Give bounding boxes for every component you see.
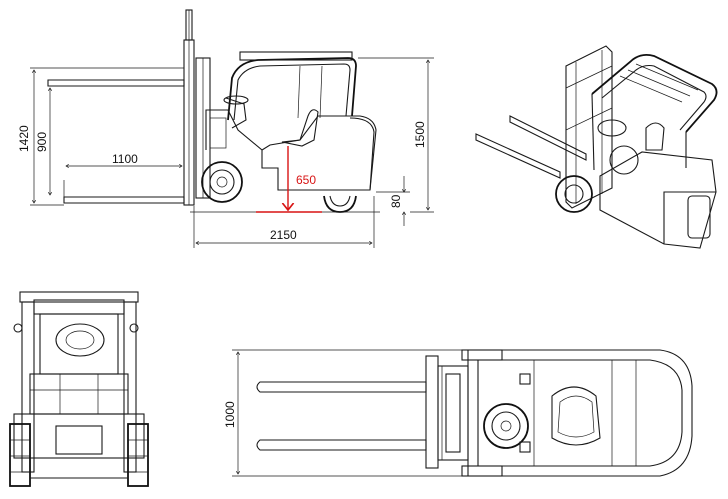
side-view: 1420 900 1100 1500 80 [17, 9, 434, 248]
truck-body [205, 95, 377, 191]
dim-overhead-guard: 1500 [358, 57, 434, 213]
dim-total-length: 2150 [193, 196, 375, 248]
dim-top-width-label: 1000 [223, 401, 237, 428]
dim-top-width: 1000 [223, 349, 462, 477]
dim-fork-height-label: 900 [35, 132, 49, 152]
dim-overhead-guard-label: 1500 [413, 121, 427, 148]
overhead-guard [227, 51, 357, 121]
dim-fork-height: 900 [35, 88, 50, 195]
dim-fork-length-label: 1100 [112, 152, 138, 166]
front-view [9, 291, 149, 487]
dim-total-height: 1420 [17, 67, 184, 206]
top-view: 1000 [223, 349, 693, 477]
dim-seat-height-label: 650 [296, 173, 316, 187]
dim-ground-clearance: 80 [376, 176, 410, 226]
dim-fork-length: 1100 [66, 152, 182, 166]
dim-total-height-label: 1420 [17, 125, 31, 152]
front-wheel [201, 161, 243, 203]
forks-side [47, 79, 185, 204]
dim-total-length-label: 2150 [270, 228, 297, 242]
dim-seat-height: 650 [256, 146, 322, 213]
dim-ground-clearance-label: 80 [389, 194, 403, 208]
mast [183, 9, 211, 206]
isometric-view [475, 45, 718, 249]
rear-wheel [323, 195, 357, 213]
